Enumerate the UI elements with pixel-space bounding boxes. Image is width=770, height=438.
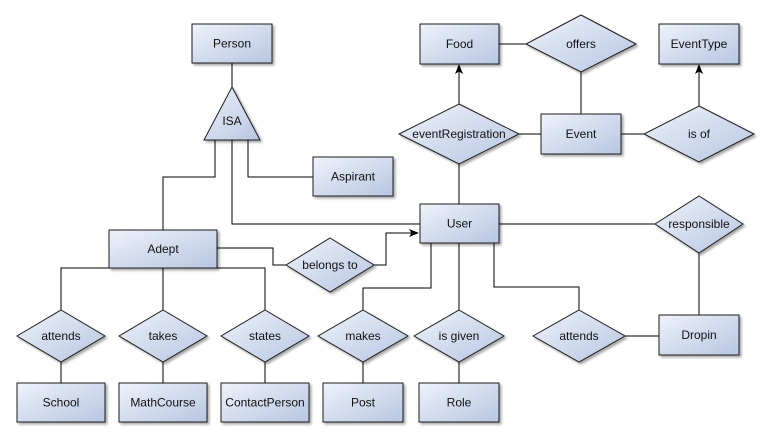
relationship-states[interactable]: states	[220, 309, 310, 363]
edge-adept-attends	[60, 267, 163, 310]
relationship-belongs-to[interactable]: belongs to	[285, 237, 375, 293]
entity-dropin[interactable]: Dropin	[658, 314, 740, 356]
entity-post[interactable]: Post	[322, 382, 404, 423]
entity-eventtype-label: EventType	[671, 37, 728, 51]
isa-label: ISA	[222, 114, 241, 128]
relationship-offers[interactable]: offers	[524, 14, 638, 73]
relationship-is-given[interactable]: is given	[413, 309, 505, 363]
entity-mathcourse-label: MathCourse	[130, 396, 196, 410]
relationship-makes-label: makes	[345, 329, 380, 343]
edges	[60, 43, 703, 383]
relationship-takes[interactable]: takes	[118, 309, 208, 363]
entity-user-label: User	[447, 217, 472, 231]
relationship-is-given-label: is given	[439, 329, 480, 343]
entity-aspirant-label: Aspirant	[331, 170, 376, 184]
relationship-attends-dropin-label: attends	[559, 329, 598, 343]
entity-person-label: Person	[213, 37, 251, 51]
edge-isa-user	[231, 140, 420, 225]
entity-contactperson-label: ContactPerson	[225, 396, 304, 410]
entity-school[interactable]: School	[16, 382, 106, 423]
relationship-attends-adept[interactable]: attends	[16, 309, 106, 363]
entity-food-label: Food	[446, 37, 473, 51]
relationship-offers-label: offers	[566, 37, 596, 51]
relationship-event-registration[interactable]: eventRegistration	[397, 103, 521, 165]
isa-triangle[interactable]: ISA	[203, 85, 261, 141]
relationship-makes[interactable]: makes	[317, 309, 409, 363]
entity-contactperson[interactable]: ContactPerson	[220, 382, 310, 423]
entity-role[interactable]: Role	[418, 382, 500, 423]
edge-user-attends-dropin	[493, 243, 580, 310]
edge-isa-adept	[162, 140, 216, 230]
entity-user[interactable]: User	[419, 203, 500, 244]
entity-person[interactable]: Person	[191, 23, 273, 64]
relationship-event-registration-label: eventRegistration	[412, 127, 505, 141]
relationship-takes-label: takes	[149, 329, 178, 343]
relationship-responsible-label: responsible	[668, 217, 730, 231]
relationship-is-of[interactable]: is of	[642, 105, 756, 163]
entity-event-label: Event	[566, 127, 597, 141]
entity-adept[interactable]: Adept	[108, 229, 218, 269]
relationship-responsible[interactable]: responsible	[654, 195, 744, 254]
relationship-states-label: states	[249, 329, 281, 343]
edge-belongsto-user-arrow	[374, 229, 419, 266]
edge-isa-aspirant	[247, 140, 313, 178]
entity-event[interactable]: Event	[540, 113, 622, 155]
entity-school-label: School	[43, 396, 80, 410]
relationship-is-of-label: is of	[688, 127, 711, 141]
relationship-belongs-to-label: belongs to	[302, 258, 358, 272]
entity-mathcourse[interactable]: MathCourse	[118, 382, 208, 423]
edge-adept-belongsto	[217, 247, 286, 266]
entity-food[interactable]: Food	[419, 23, 500, 65]
entity-post-label: Post	[351, 396, 376, 410]
edge-adept-states	[163, 267, 266, 310]
relationship-attends-adept-label: attends	[41, 329, 80, 343]
entity-aspirant[interactable]: Aspirant	[312, 156, 394, 197]
entity-adept-label: Adept	[147, 242, 179, 256]
entity-dropin-label: Dropin	[681, 328, 716, 342]
edge-user-makes	[362, 243, 432, 310]
relationship-attends-dropin[interactable]: attends	[531, 309, 627, 363]
entity-eventtype[interactable]: EventType	[658, 23, 740, 65]
entity-role-label: Role	[447, 396, 472, 410]
